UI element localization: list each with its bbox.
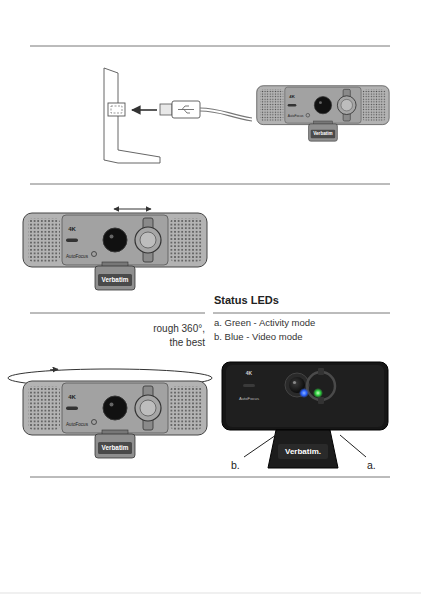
webcam-drawing (23, 381, 207, 458)
webcam-drawing (257, 86, 389, 141)
instruction-text: the best (169, 337, 205, 349)
divider-rule (30, 184, 390, 185)
lens-highlight (293, 381, 296, 384)
feature-mark: AutoFocus (66, 422, 88, 427)
callout-letter: a. (367, 459, 376, 471)
laptop-outline (104, 68, 160, 163)
divider-rule (30, 46, 390, 47)
shutter-tab (318, 368, 324, 375)
callout-letter: b. (231, 459, 240, 471)
model-mark: 4K (246, 371, 252, 377)
feature-mark: AutoFocus (66, 254, 88, 259)
page-edge-rule (0, 593, 421, 594)
webcam-photo-front (226, 365, 384, 427)
usb-cable (200, 108, 252, 118)
double-arrow (114, 209, 151, 210)
webcam-drawing (23, 213, 207, 290)
green-led (313, 388, 323, 398)
divider-rule (213, 313, 390, 314)
rotation-arrow (50, 369, 58, 371)
logo-badge (278, 444, 328, 459)
feature-mark: AutoFocus (288, 115, 304, 119)
usb-plug (172, 101, 200, 118)
shutter-ring (307, 372, 335, 400)
brand-logo: Verbatim (102, 276, 129, 283)
usb-symbol (178, 106, 194, 113)
led-slot (243, 384, 255, 387)
brand-logo: Verbatim (102, 444, 129, 451)
insert-arrow (132, 109, 157, 111)
webcam-photo-base (268, 430, 338, 468)
legend-text: b. Blue - Video mode (214, 332, 303, 343)
model-mark: 4K (289, 95, 295, 100)
webcam-photo-body (222, 362, 388, 430)
divider-rule (30, 477, 390, 478)
section-heading: Status LEDs (214, 294, 279, 307)
brand-logo: Verbatim (313, 131, 332, 136)
leader-line (340, 435, 366, 457)
shutter-tab (318, 397, 324, 404)
usb-cable (200, 111, 252, 121)
divider-rule (30, 313, 205, 314)
blue-led (299, 388, 309, 398)
model-mark: 4K (68, 226, 76, 233)
leader-line (244, 435, 276, 457)
usb-port-inner (111, 106, 122, 113)
brand-logo: Verbatim. (285, 447, 321, 456)
usb-plug-metal (160, 104, 172, 115)
feature-mark: AutoFocus (239, 397, 259, 402)
model-mark: 4K (68, 394, 76, 401)
legend-text: a. Green - Activity mode (214, 318, 315, 329)
instruction-text: rough 360°, (153, 323, 205, 335)
usb-port (108, 103, 125, 116)
lens-ring (285, 373, 309, 397)
